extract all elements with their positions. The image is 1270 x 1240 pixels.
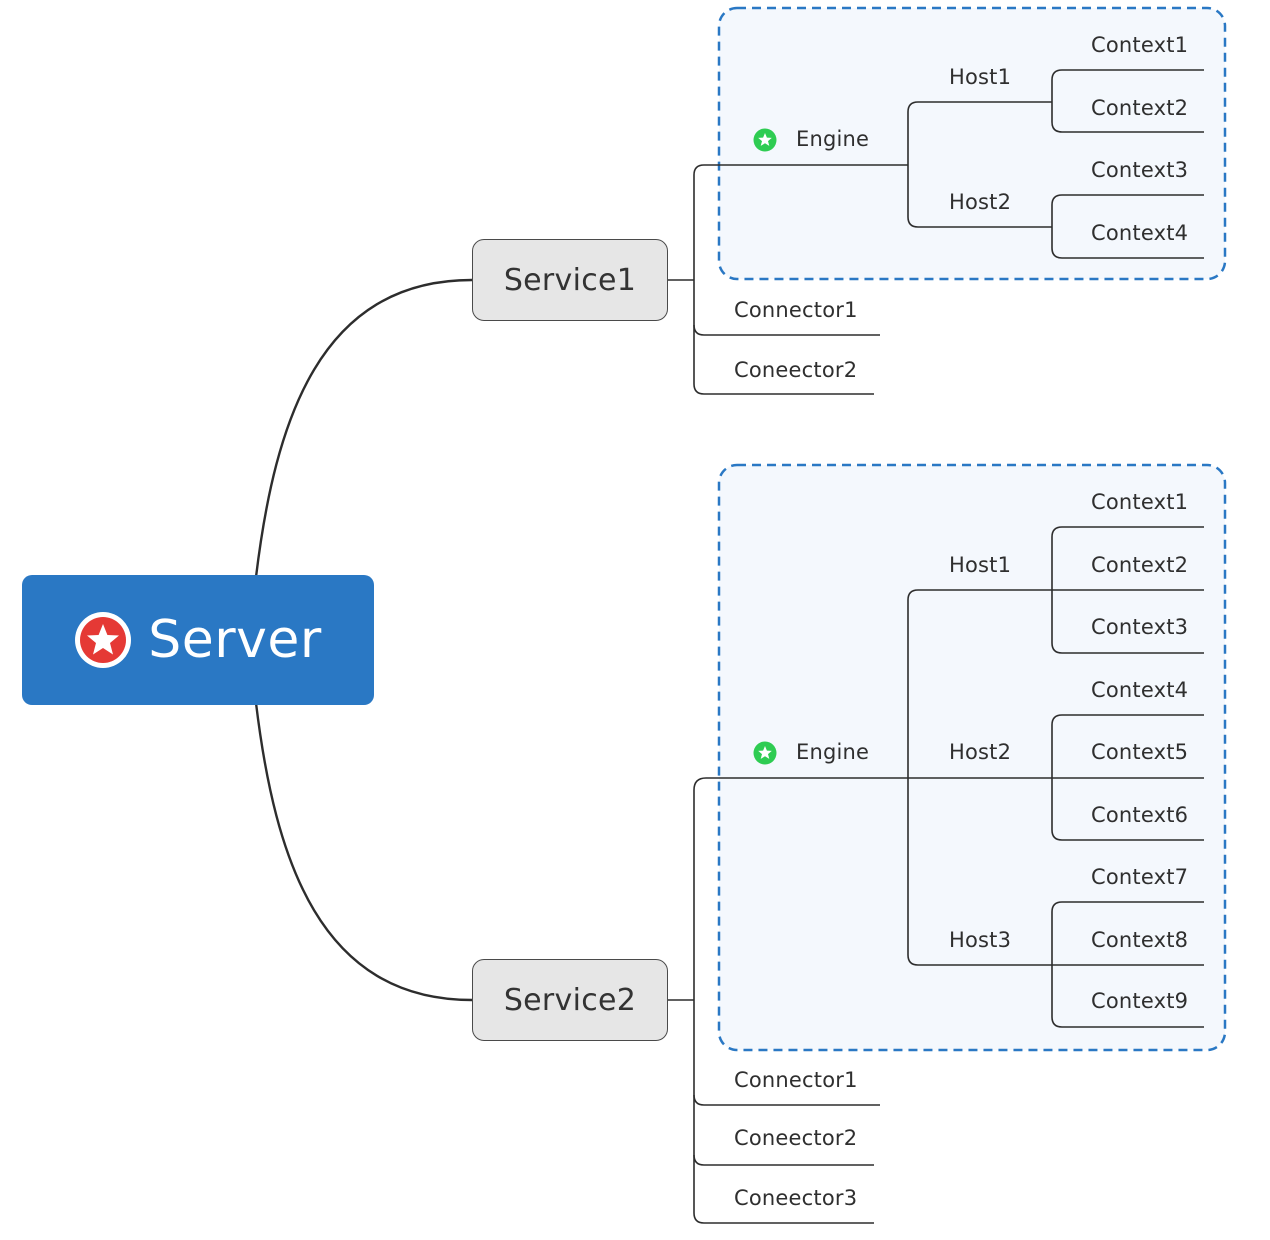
service2-connector-label[interactable]: Connector1: [734, 1068, 858, 1092]
service2-host2-label[interactable]: Host2: [949, 740, 1012, 764]
server-node[interactable]: Server: [22, 575, 374, 705]
service2-host3-label[interactable]: Host3: [949, 928, 1012, 952]
service1-context-label[interactable]: Context1: [1091, 33, 1189, 57]
service1-host2-label[interactable]: Host2: [949, 190, 1012, 214]
service1-context-label[interactable]: Context2: [1091, 96, 1189, 120]
service1-node[interactable]: Service1: [472, 239, 668, 321]
service2-connector-label[interactable]: Coneector3: [734, 1186, 858, 1210]
service2-context-label[interactable]: Context6: [1091, 803, 1189, 827]
service2-context-label[interactable]: Context8: [1091, 928, 1189, 952]
service1-host1-label[interactable]: Host1: [949, 65, 1012, 89]
service1-context-label[interactable]: Context3: [1091, 158, 1189, 182]
service2-connector-label[interactable]: Coneector2: [734, 1126, 858, 1150]
star-icon: [753, 741, 777, 765]
star-icon: [753, 128, 777, 152]
service2-context-label[interactable]: Context7: [1091, 865, 1189, 889]
service1-engine-group: [717, 6, 1227, 281]
service1-engine-label[interactable]: Engine: [796, 127, 870, 151]
service2-context-label[interactable]: Context4: [1091, 678, 1189, 702]
server-service2-link: [254, 702, 473, 1002]
service2-context-label[interactable]: Context9: [1091, 989, 1189, 1013]
service2-engine-group: [717, 463, 1227, 1052]
service2-engine-label[interactable]: Engine: [796, 740, 870, 764]
service1-connector-label[interactable]: Connector1: [734, 298, 858, 322]
service2-context-label[interactable]: Context3: [1091, 615, 1189, 639]
service1-context-label[interactable]: Context4: [1091, 221, 1189, 245]
star-icon: [75, 612, 132, 668]
service2-context-label[interactable]: Context1: [1091, 490, 1189, 514]
server-service1-link: [254, 278, 473, 578]
service2-node[interactable]: Service2: [472, 959, 668, 1041]
server-label: Server: [148, 610, 322, 670]
service1-connector-label[interactable]: Coneector2: [734, 358, 858, 382]
service2-context-label[interactable]: Context5: [1091, 740, 1189, 764]
service2-host1-label[interactable]: Host1: [949, 553, 1012, 577]
service2-context-label[interactable]: Context2: [1091, 553, 1189, 577]
